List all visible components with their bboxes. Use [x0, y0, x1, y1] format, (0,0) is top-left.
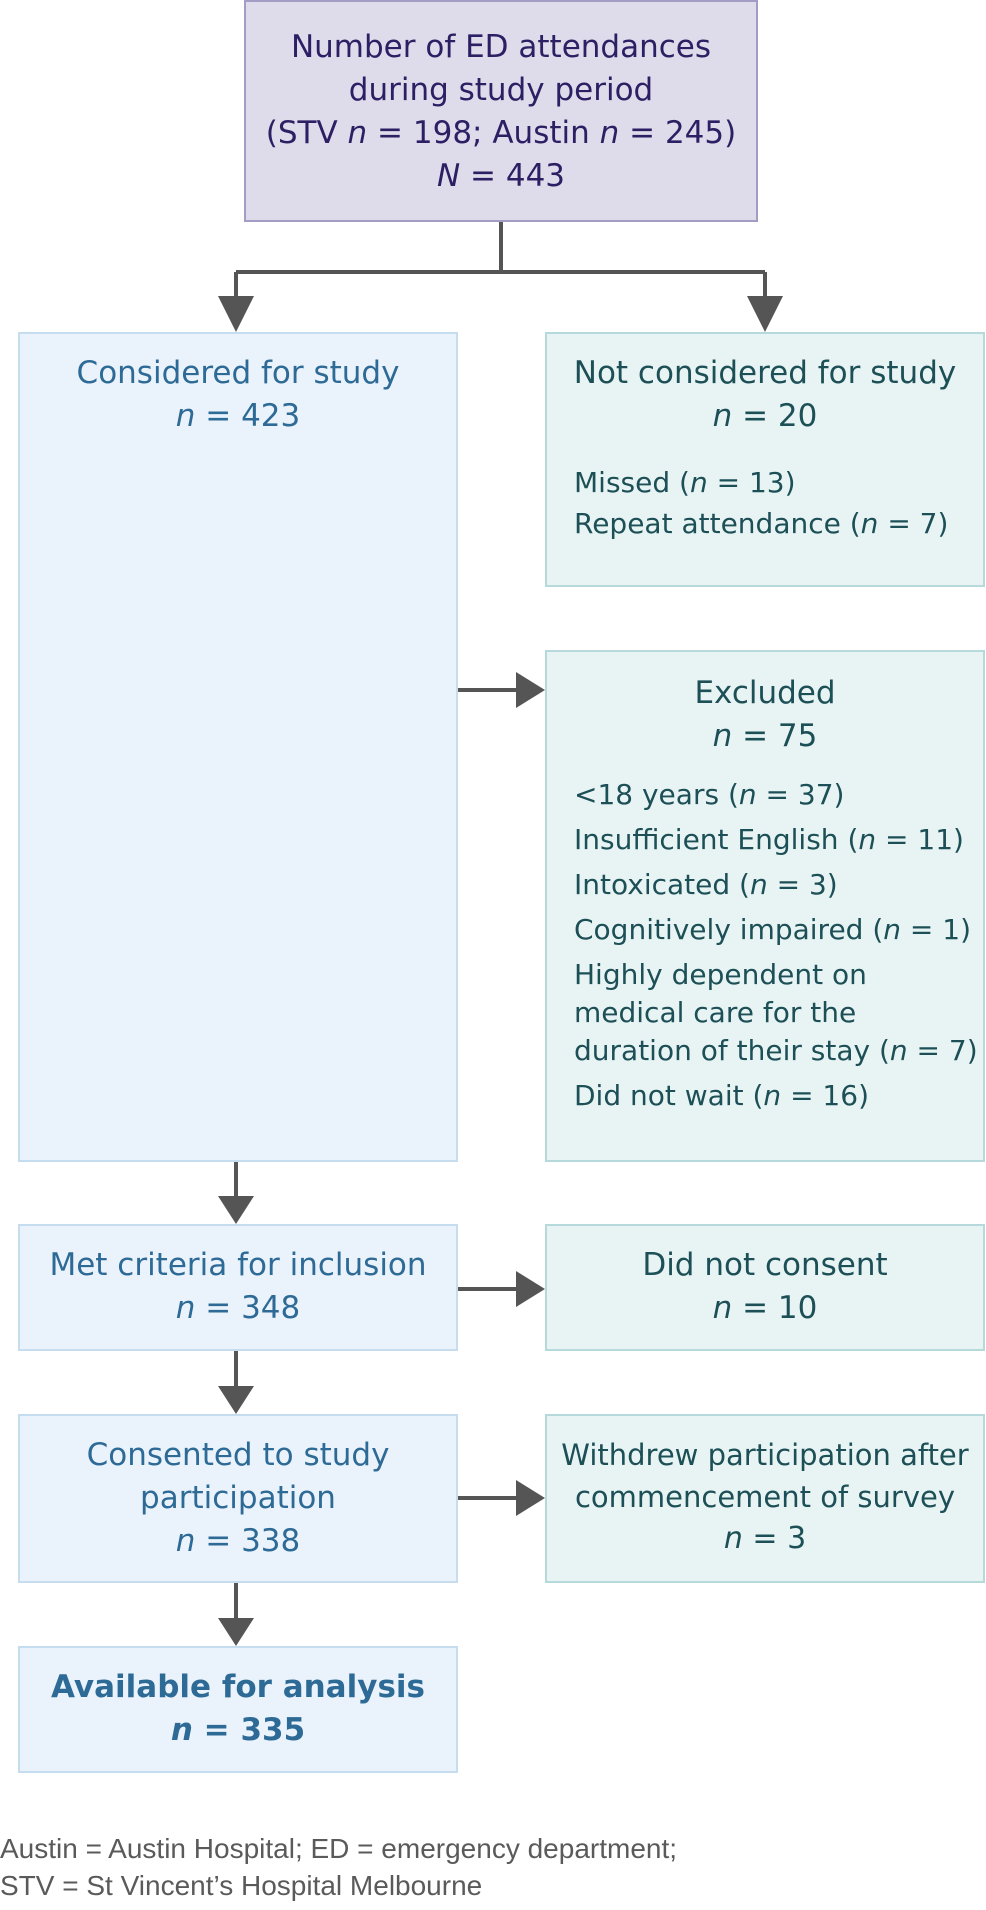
met-criteria-count: n = 348 — [175, 1290, 301, 1326]
available-count: n = 335 — [170, 1712, 306, 1748]
arrowhead-excluded — [516, 672, 545, 708]
consented-count: n = 338 — [175, 1523, 301, 1559]
not-considered-item-missed: Missed (n = 13) — [574, 466, 796, 499]
arrowhead-available — [218, 1618, 254, 1646]
excluded-item-cognitive: Cognitively impaired (n = 1) — [574, 913, 972, 946]
not-considered-count: n = 20 — [712, 398, 818, 434]
withdrew-count: n = 3 — [723, 1521, 807, 1556]
considered-box: Considered for study n = 423 — [18, 332, 458, 1162]
not-considered-box: Not considered for study n = 20 Missed (… — [545, 332, 985, 587]
top-line-2: during study period — [348, 72, 654, 108]
arrowheads — [218, 296, 783, 1646]
met-criteria-title: Met criteria for inclusion — [49, 1247, 427, 1283]
consented-line-2: participation — [140, 1480, 336, 1516]
flow-lines — [234, 222, 767, 1622]
not-considered-title: Not considered for study — [573, 355, 957, 391]
excluded-box: Excluded n = 75 <18 years (n = 37) Insuf… — [545, 650, 985, 1162]
split-line — [234, 222, 767, 300]
excluded-title: Excluded — [694, 675, 836, 711]
top-line-1: Number of ED attendances — [290, 29, 712, 65]
excluded-item-intoxicated: Intoxicated (n = 3) — [574, 868, 838, 901]
excluded-item-dependent-2: medical care for the — [574, 996, 857, 1029]
top-line-3: (STV n = 198; Austin n = 245) — [265, 115, 737, 151]
not-considered-item-repeat: Repeat attendance (n = 7) — [574, 507, 949, 540]
arrowhead-not-consent — [516, 1271, 545, 1307]
withdrew-line-2: commencement of survey — [574, 1480, 955, 1514]
top-line-4: N = 443 — [436, 158, 566, 194]
excluded-item-english: Insufficient English (n = 11) — [574, 823, 964, 856]
did-not-consent-title: Did not consent — [642, 1247, 888, 1283]
consented-line-1: Consented to study — [86, 1437, 390, 1473]
met-criteria-box: Met criteria for inclusion n = 348 — [18, 1224, 458, 1351]
withdrew-box: Withdrew participation after commencemen… — [545, 1414, 985, 1583]
excluded-item-dependent-1: Highly dependent on — [574, 958, 867, 991]
abbreviations-footnote: Austin = Austin Hospital; ED = emergency… — [0, 1830, 986, 1904]
excluded-item-dependent-3: duration of their stay (n = 7) — [574, 1034, 978, 1067]
available-box: Available for analysis n = 335 — [18, 1646, 458, 1773]
arrowhead-considered — [218, 296, 254, 332]
available-title: Available for analysis — [51, 1669, 425, 1705]
excluded-item-age: <18 years (n = 37) — [574, 778, 845, 811]
arrowhead-met — [218, 1196, 254, 1224]
considered-title: Considered for study — [76, 355, 400, 391]
did-not-consent-count: n = 10 — [712, 1290, 818, 1326]
ed-attendances-box: Number of ED attendances during study pe… — [244, 0, 758, 222]
arrowhead-withdrew — [516, 1480, 545, 1516]
footnote-line-2: STV = St Vincent’s Hospital Melbourne — [0, 1870, 483, 1901]
withdrew-line-1: Withdrew participation after — [561, 1438, 969, 1472]
footnote-line-1: Austin = Austin Hospital; ED = emergency… — [0, 1833, 678, 1864]
did-not-consent-box: Did not consent n = 10 — [545, 1224, 985, 1351]
considered-count: n = 423 — [175, 398, 301, 434]
excluded-count: n = 75 — [712, 718, 818, 754]
excluded-item-did-not-wait: Did not wait (n = 16) — [574, 1079, 869, 1112]
arrowhead-consented — [218, 1386, 254, 1414]
consented-box: Consented to study participation n = 338 — [18, 1414, 458, 1583]
arrowhead-not-considered — [747, 296, 783, 332]
